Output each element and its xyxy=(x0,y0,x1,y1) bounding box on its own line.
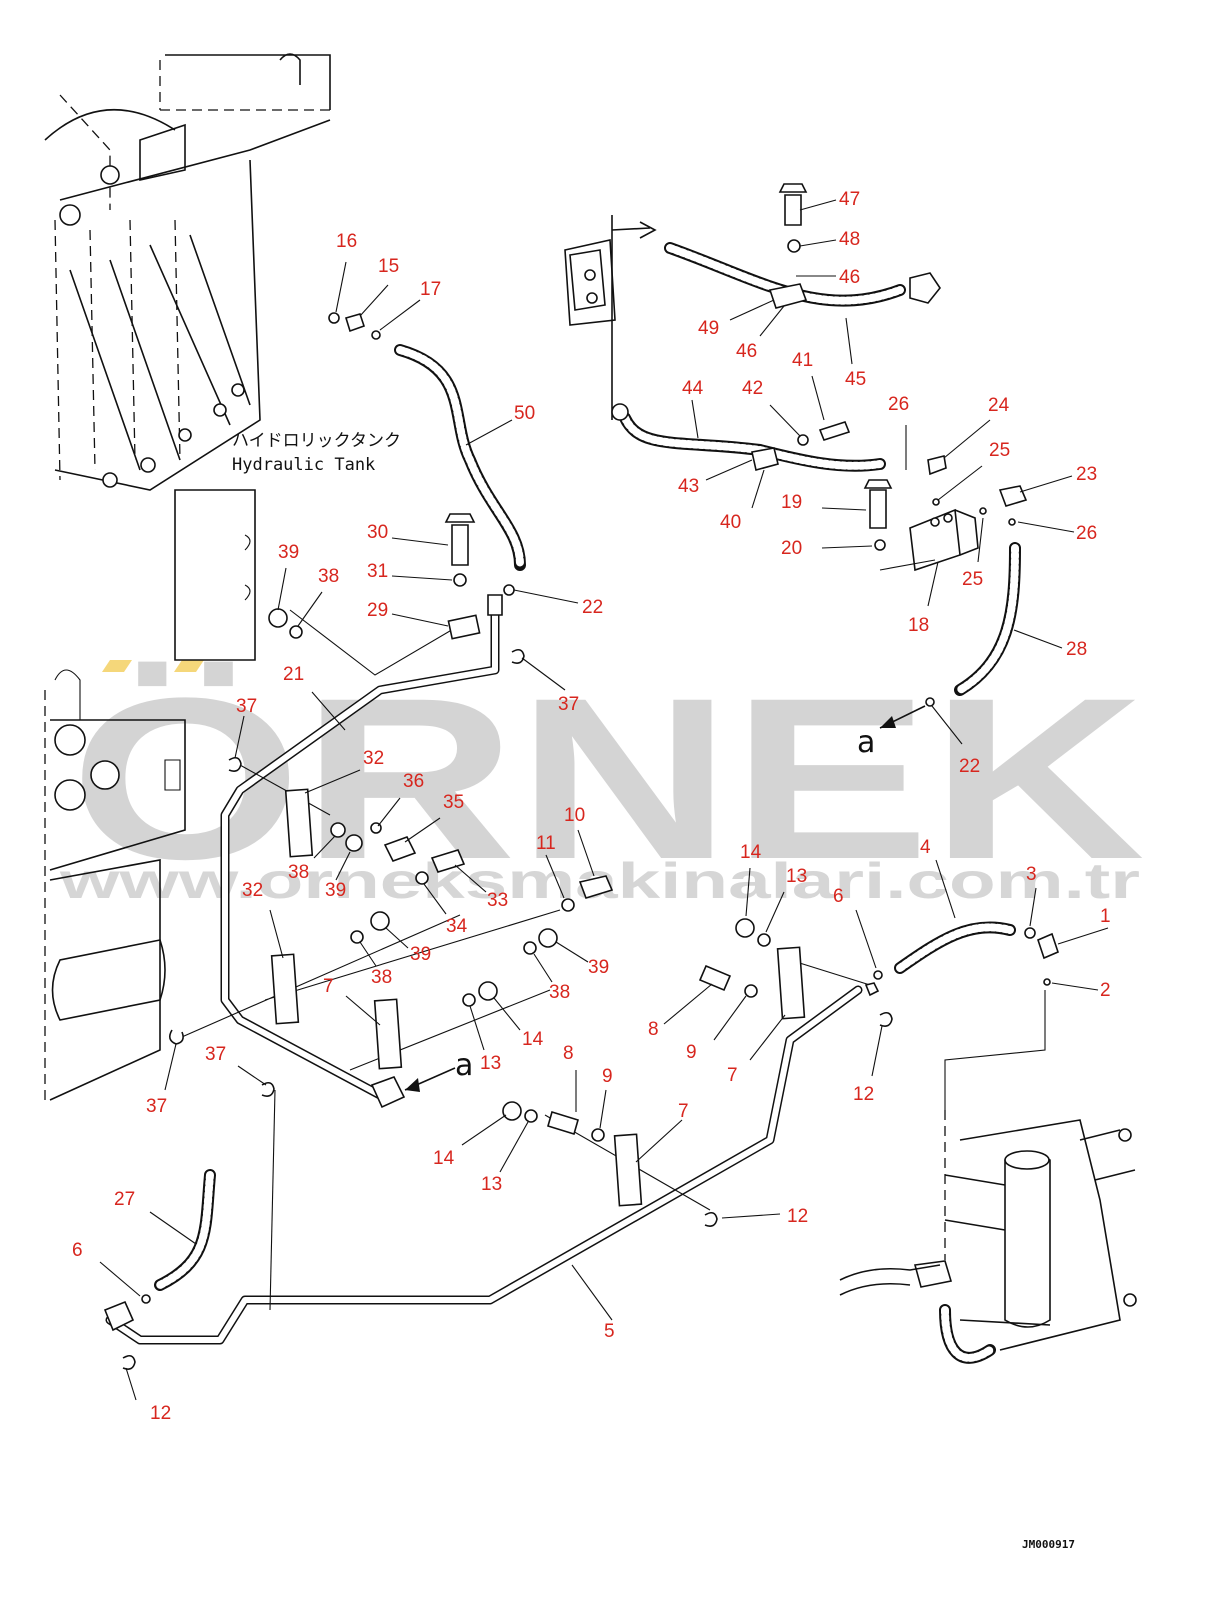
callout-23: 23 xyxy=(1076,464,1097,485)
callout-13-right: 13 xyxy=(786,866,807,887)
callout-36: 36 xyxy=(403,771,424,792)
callout-48: 48 xyxy=(839,229,860,250)
callout-24: 24 xyxy=(988,395,1010,416)
arrow-markers: a a xyxy=(404,705,926,1092)
callout-4: 4 xyxy=(920,837,931,858)
callout-12-right: 12 xyxy=(787,1206,808,1227)
callout-7-left: 7 xyxy=(323,976,334,997)
callout-38-lower: 38 xyxy=(371,967,392,988)
callout-28: 28 xyxy=(1066,639,1087,660)
top-right-valve-assembly xyxy=(564,215,1028,696)
callout-44: 44 xyxy=(682,378,704,399)
callout-19: 19 xyxy=(781,492,802,513)
callout-25-bottom: 25 xyxy=(962,569,983,590)
callout-38-mid: 38 xyxy=(288,862,309,883)
bottom-right-assembly xyxy=(839,1110,1137,1364)
callout-26-top: 26 xyxy=(888,394,909,415)
callout-26-right: 26 xyxy=(1076,523,1097,544)
callout-12-bottom: 12 xyxy=(150,1403,171,1424)
callout-27: 27 xyxy=(114,1189,135,1210)
arrow-label-a-top: a xyxy=(857,725,875,760)
callout-50: 50 xyxy=(514,403,535,424)
callout-40: 40 xyxy=(720,512,741,533)
callout-39-right: 39 xyxy=(588,957,609,978)
callout-8-bottom: 8 xyxy=(563,1043,574,1064)
callout-9-right: 9 xyxy=(686,1042,697,1063)
watermark-tab-right xyxy=(174,660,204,672)
callout-30: 30 xyxy=(367,522,388,543)
hydraulic-tank-assembly xyxy=(44,53,331,661)
callout-42: 42 xyxy=(742,378,763,399)
clamp-plates xyxy=(270,614,806,1207)
tank-label-en: Hydraulic Tank xyxy=(232,455,375,475)
callout-38-top: 38 xyxy=(318,566,339,587)
callout-13-bottom: 13 xyxy=(481,1174,502,1195)
watermark-tab-left xyxy=(102,660,132,672)
callout-9-bottom: 9 xyxy=(602,1066,613,1087)
callout-37-bottom: 37 xyxy=(146,1096,167,1117)
callout-12-mid-right: 12 xyxy=(853,1084,874,1105)
callout-6-right: 6 xyxy=(833,886,844,907)
callout-37-right-top: 37 xyxy=(558,694,579,715)
callout-15: 15 xyxy=(378,256,399,277)
callout-46-top: 46 xyxy=(839,267,860,288)
callout-1: 1 xyxy=(1100,906,1111,927)
callout-39-mid: 39 xyxy=(325,880,346,901)
small-hardware xyxy=(122,183,1059,1370)
callout-32-bottom: 32 xyxy=(242,880,263,901)
callout-14-bottom: 14 xyxy=(433,1148,455,1169)
callout-14-right: 14 xyxy=(740,842,762,863)
callout-29: 29 xyxy=(367,600,388,621)
callout-16: 16 xyxy=(336,231,357,252)
tank-label-jp: ハイドロリックタンク xyxy=(232,431,401,451)
callout-8-right: 8 xyxy=(648,1019,659,1040)
callout-5: 5 xyxy=(604,1321,615,1342)
callout-18: 18 xyxy=(908,615,929,636)
callout-17: 17 xyxy=(420,279,441,300)
callout-47: 47 xyxy=(839,189,860,210)
callout-35: 35 xyxy=(443,792,464,813)
callout-11: 11 xyxy=(536,833,556,854)
callout-37-left-top: 37 xyxy=(236,696,257,717)
callout-38-right: 38 xyxy=(549,982,570,1003)
callout-37-left-bottom: 37 xyxy=(205,1044,226,1065)
callout-10: 10 xyxy=(564,805,585,826)
callout-20: 20 xyxy=(781,538,802,559)
callout-7-right: 7 xyxy=(727,1065,738,1086)
callout-45: 45 xyxy=(845,369,866,390)
callout-2: 2 xyxy=(1100,980,1111,1001)
callout-22-top: 22 xyxy=(582,597,603,618)
callout-13-mid: 13 xyxy=(480,1053,501,1074)
arrow-label-a-bottom: a xyxy=(455,1048,473,1083)
callout-41: 41 xyxy=(792,350,813,371)
callout-3: 3 xyxy=(1026,864,1037,885)
callout-49: 49 xyxy=(698,318,719,339)
callout-31: 31 xyxy=(367,561,388,582)
callout-22-right: 22 xyxy=(959,756,980,777)
callout-46-bottom: 46 xyxy=(736,341,757,362)
callout-6-bottom: 6 xyxy=(72,1240,83,1261)
callout-43: 43 xyxy=(678,476,699,497)
drawing-code: JM000917 xyxy=(1022,1538,1075,1551)
callout-34: 34 xyxy=(446,916,468,937)
pipe-lines xyxy=(103,344,1046,1345)
callout-39-lower: 39 xyxy=(410,944,431,965)
callout-32-top: 32 xyxy=(363,748,384,769)
callout-7-bottom: 7 xyxy=(678,1101,689,1122)
machine-frame-left xyxy=(44,669,186,1101)
callout-33: 33 xyxy=(487,890,508,911)
callout-25-top: 25 xyxy=(989,440,1010,461)
callout-39-top: 39 xyxy=(278,542,299,563)
callouts: 16 15 17 50 30 31 29 22 39 38 21 37 37 3… xyxy=(72,189,1111,1424)
callout-14-mid: 14 xyxy=(522,1029,544,1050)
callout-21: 21 xyxy=(283,664,304,685)
